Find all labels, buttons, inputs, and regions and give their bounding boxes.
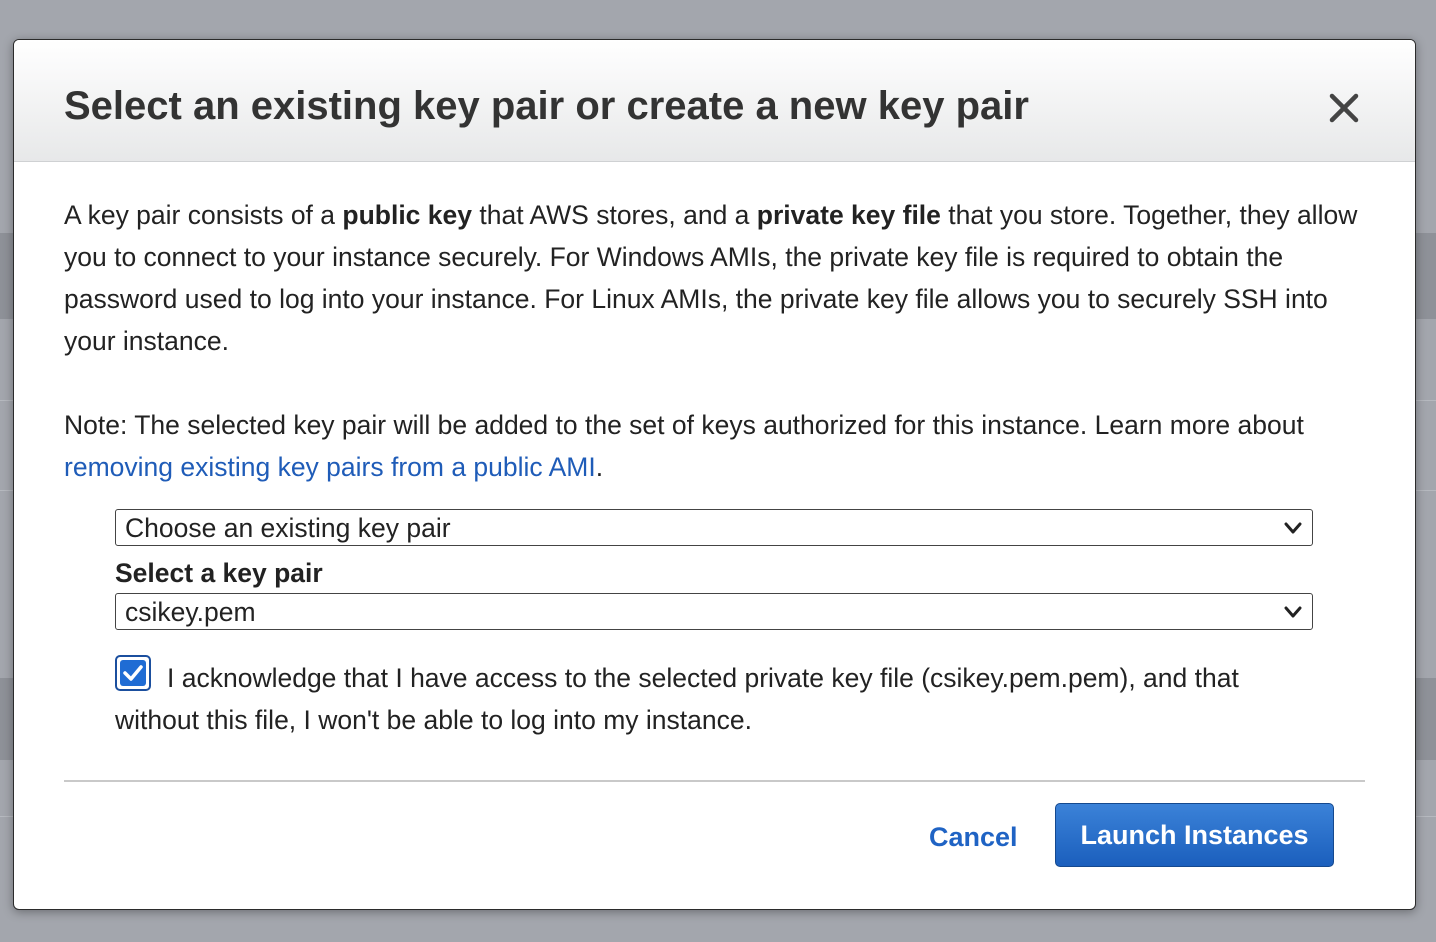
intro-paragraph: A key pair consists of a public key that… bbox=[64, 194, 1374, 362]
modal-header: Select an existing key pair or create a … bbox=[14, 40, 1415, 162]
checkbox-fill bbox=[120, 660, 146, 686]
intro-text: A key pair consists of a bbox=[64, 200, 343, 230]
note-paragraph: Note: The selected key pair will be adde… bbox=[64, 404, 1374, 488]
footer-divider bbox=[64, 780, 1365, 782]
checkmark-icon bbox=[123, 665, 143, 681]
note-end: . bbox=[595, 452, 604, 482]
intro-text: that AWS stores, and a bbox=[472, 200, 757, 230]
chevron-down-icon bbox=[1284, 522, 1302, 534]
key-pair-mode-select[interactable]: Choose an existing key pair bbox=[115, 509, 1313, 546]
acknowledge-checkbox[interactable] bbox=[115, 655, 151, 691]
intro-text: that you store. Together, they allow you… bbox=[64, 200, 1358, 356]
cancel-button[interactable]: Cancel bbox=[929, 822, 1018, 852]
acknowledge-label[interactable]: I acknowledge that I have access to the … bbox=[115, 663, 1239, 735]
key-pair-mode-value: Choose an existing key pair bbox=[125, 513, 451, 543]
key-pair-value: csikey.pem bbox=[125, 597, 256, 627]
remove-key-pairs-link[interactable]: removing existing key pairs from a publi… bbox=[64, 452, 596, 482]
select-key-pair-label: Select a key pair bbox=[115, 558, 323, 588]
intro-public-key: public key bbox=[342, 200, 472, 230]
chevron-down-icon bbox=[1284, 606, 1302, 618]
launch-instances-button[interactable]: Launch Instances bbox=[1055, 803, 1334, 867]
key-pair-select[interactable]: csikey.pem bbox=[115, 593, 1313, 630]
close-icon[interactable] bbox=[1326, 90, 1362, 126]
modal-title: Select an existing key pair or create a … bbox=[64, 84, 1029, 128]
note-text: Note: The selected key pair will be adde… bbox=[64, 410, 1304, 440]
key-pair-modal: Select an existing key pair or create a … bbox=[13, 39, 1416, 910]
intro-private-key-file: private key file bbox=[756, 200, 941, 230]
